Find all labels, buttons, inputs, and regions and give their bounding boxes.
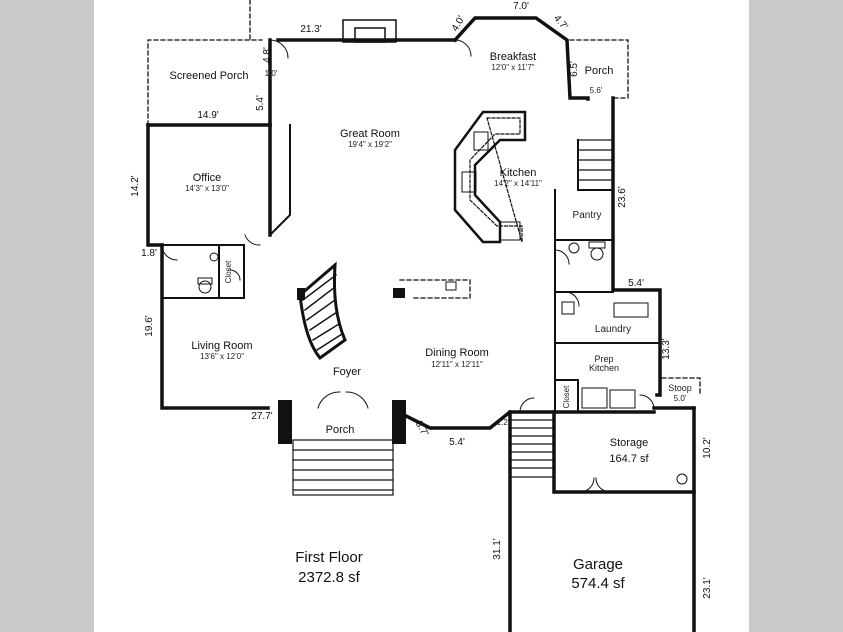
garage-stair bbox=[509, 411, 555, 478]
front-porch-label: Porch bbox=[325, 424, 355, 436]
measure-19-6: 19.6' bbox=[144, 315, 155, 337]
stoop-label: Stoop bbox=[668, 383, 692, 393]
measure-31-1: 31.1' bbox=[492, 538, 503, 560]
office-label: Office bbox=[192, 172, 222, 184]
measure-10-2: 10.2' bbox=[702, 437, 713, 459]
dining-room-dimensions: 12'11" x 12'11" bbox=[431, 360, 483, 369]
measure-23-1: 23.1' bbox=[702, 577, 713, 599]
measure-5-4-b: 5.4' bbox=[628, 278, 644, 289]
office-closet-label: Closet bbox=[224, 260, 233, 284]
measure-13-3: 13.3' bbox=[661, 338, 672, 360]
laundry-label: Laundry bbox=[594, 324, 632, 335]
door-swings bbox=[161, 39, 655, 493]
measure-14-2: 14.2' bbox=[130, 175, 141, 197]
breakfast-dimensions: 12'0" x 11'7" bbox=[491, 63, 535, 72]
fixtures bbox=[197, 131, 688, 485]
measure-27-7: 27.7' bbox=[251, 411, 273, 422]
measure-23-6: 23.6' bbox=[617, 186, 628, 208]
pantry-stair bbox=[577, 139, 614, 191]
measure-21-3: 21.3' bbox=[300, 24, 322, 35]
garage-label: Garage bbox=[572, 556, 624, 573]
pillars bbox=[278, 288, 406, 444]
prep-closet-label: Closet bbox=[562, 385, 571, 409]
measure-7-0: 7.0' bbox=[513, 1, 529, 12]
measure-1-0: 1.0' bbox=[264, 69, 278, 78]
living-room-dimensions: 13'6" x 12'0" bbox=[200, 352, 244, 361]
garage-area: 574.4 sf bbox=[571, 575, 625, 592]
office-dimensions: 14'3" x 13'0" bbox=[185, 184, 229, 193]
porch-label: Porch bbox=[584, 65, 614, 77]
measure-1-2: 1.2' bbox=[496, 418, 510, 427]
front-steps bbox=[292, 439, 394, 496]
fireplace bbox=[342, 19, 397, 43]
storage-area: 164.7 sf bbox=[609, 453, 649, 465]
interior-walls bbox=[161, 124, 661, 413]
breakfast-label: Breakfast bbox=[489, 51, 537, 63]
measure-5-4-c: 5.4' bbox=[449, 437, 465, 448]
right-margin-bar bbox=[749, 0, 843, 632]
screened-porch-label: Screened Porch bbox=[169, 70, 249, 82]
measure-5-4-a: 5.4' bbox=[255, 95, 266, 111]
living-room-label: Living Room bbox=[191, 340, 253, 352]
plan-sheet bbox=[94, 0, 749, 632]
measure-5-6: 5.6' bbox=[589, 86, 603, 95]
measure-4-8: 4.8' bbox=[262, 47, 273, 63]
measure-6-5: 6.5' bbox=[569, 61, 580, 77]
dashed-outlines bbox=[147, 0, 701, 396]
kitchen-label: Kitchen bbox=[499, 167, 537, 179]
great-room-label: Great Room bbox=[340, 128, 400, 140]
kitchen-dimensions: 14'2" x 14'11" bbox=[494, 179, 542, 188]
measure-1-8: 1.8' bbox=[141, 248, 157, 259]
stoop-dimension: 5.0' bbox=[673, 394, 687, 403]
kitchen-island bbox=[453, 110, 527, 244]
curved-stair bbox=[298, 261, 347, 361]
floor-name: First Floor bbox=[295, 549, 363, 566]
dining-room-label: Dining Room bbox=[425, 347, 489, 359]
pantry-label: Pantry bbox=[572, 210, 602, 221]
measure-14-9: 14.9' bbox=[197, 110, 219, 121]
foyer-label: Foyer bbox=[332, 366, 362, 378]
great-room-dimensions: 19'4" x 19'2" bbox=[348, 140, 392, 149]
storage-label: Storage bbox=[609, 437, 649, 449]
left-margin-bar bbox=[0, 0, 94, 632]
prep-kitchen-label: Prep Kitchen bbox=[588, 354, 620, 373]
floor-area: 2372.8 sf bbox=[298, 569, 360, 586]
